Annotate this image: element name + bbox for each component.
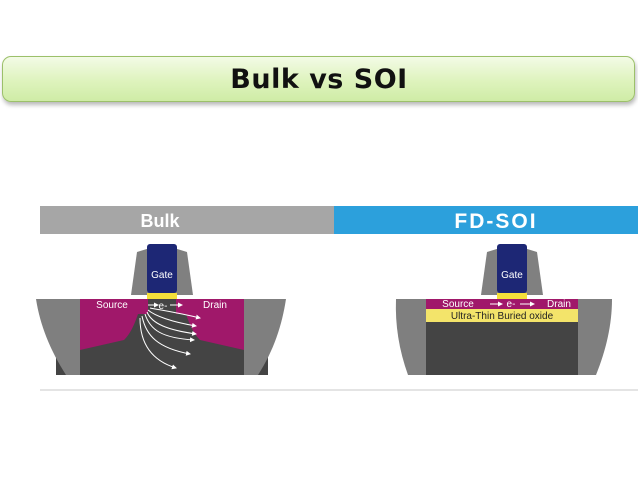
fdsoi-transistor: Ultra-Thin Buried oxide Gate Source Drai…	[395, 244, 612, 375]
bulk-gate-left-spacer	[131, 248, 150, 295]
bulk-gate-dielectric	[147, 293, 177, 299]
fdsoi-oxide-label: Ultra-Thin Buried oxide	[451, 311, 554, 322]
bulk-carrier-label: e-	[159, 301, 168, 312]
fdsoi-header-bar	[334, 206, 638, 234]
bulk-drain-label: Drain	[203, 300, 227, 311]
bulk-drain-region	[176, 299, 244, 350]
bulk-source-label: Source	[96, 300, 128, 311]
bulk-header-label: Bulk	[140, 211, 180, 231]
bulk-leakage-arrows	[139, 302, 201, 370]
bulk-vs-fdsoi-diagram: Bulk FD-SOI Gate Source Drain e-	[36, 206, 638, 391]
bulk-right-isolation	[244, 299, 286, 375]
fdsoi-substrate	[416, 322, 588, 375]
fdsoi-right-isolation	[578, 299, 612, 375]
bulk-gate	[147, 244, 177, 293]
fdsoi-gate-left-spacer	[481, 248, 500, 295]
fdsoi-drain-label: Drain	[547, 299, 571, 310]
fdsoi-carrier-label: e-	[507, 299, 516, 310]
fdsoi-left-isolation	[395, 299, 426, 375]
bulk-gate-right-spacer	[174, 248, 193, 295]
fdsoi-header-label: FD-SOI	[454, 210, 537, 233]
bulk-gate-label: Gate	[151, 270, 173, 281]
fdsoi-gate-dielectric	[497, 293, 527, 299]
fdsoi-gate-right-spacer	[524, 248, 543, 295]
bulk-left-isolation	[36, 299, 80, 375]
title-banner	[2, 56, 635, 102]
fdsoi-source-label: Source	[442, 299, 474, 310]
slide-title: Bulk vs SOI	[230, 64, 408, 95]
bulk-header-bar	[40, 206, 334, 234]
bulk-source-region	[80, 299, 148, 350]
fdsoi-buried-oxide	[426, 309, 578, 322]
fdsoi-gate-label: Gate	[501, 270, 523, 281]
bulk-transistor: Gate Source Drain e-	[36, 244, 286, 375]
fdsoi-gate	[497, 244, 527, 293]
